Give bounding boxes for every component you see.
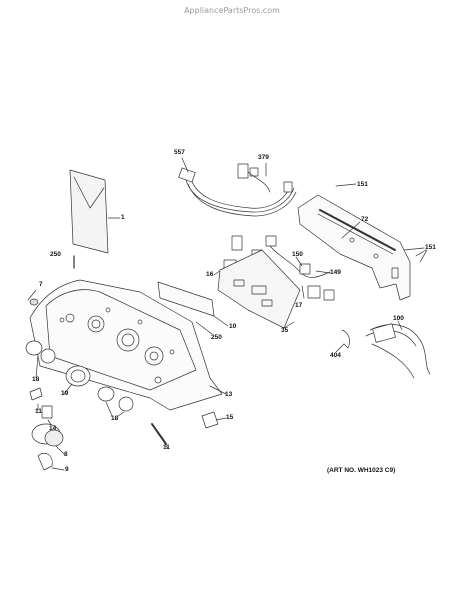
callout-9: 9 <box>65 466 69 473</box>
callout-1: 1 <box>121 214 125 221</box>
part-11-button <box>29 387 169 449</box>
callout-250-mid: 250 <box>211 334 222 341</box>
callout-149: 149 <box>330 269 341 276</box>
part-8-motor <box>31 423 65 455</box>
part-10-panel-trim <box>73 255 229 335</box>
part-557-wire-harness <box>178 157 297 217</box>
part-9-bracket <box>37 452 65 471</box>
callout-13: 13 <box>225 391 233 398</box>
callout-8: 8 <box>64 451 68 458</box>
part-100-wire-assembly <box>335 320 431 379</box>
part-72-bracket <box>297 183 428 301</box>
callout-15: 15 <box>226 414 234 421</box>
site-watermark: AppliancePartsPros.com <box>184 6 280 15</box>
callout-11-bottom: 11 <box>163 444 170 451</box>
callout-250-left: 250 <box>50 251 61 258</box>
callout-150: 150 <box>292 251 303 258</box>
callout-557: 557 <box>174 149 185 156</box>
callout-151-right: 151 <box>425 244 436 251</box>
callout-404: 404 <box>330 352 341 359</box>
callout-100: 100 <box>393 315 404 322</box>
callout-379: 379 <box>258 154 269 161</box>
part-13-console <box>27 279 227 411</box>
callout-18-left: 18 <box>32 376 40 383</box>
part-35-control-board <box>217 249 301 329</box>
part-18-knob-set <box>25 340 134 417</box>
callout-16: 16 <box>206 271 214 278</box>
callout-35: 35 <box>281 327 289 334</box>
callout-10: 10 <box>229 323 237 330</box>
callout-11-left: 11 <box>35 408 42 415</box>
part-15-switch <box>201 411 227 429</box>
art-number: (ART NO. WH1023 C9) <box>327 467 396 474</box>
part-1-overlay-sheet <box>69 169 121 254</box>
callout-19: 19 <box>61 390 69 397</box>
callout-17: 17 <box>295 302 303 309</box>
callout-151-top: 151 <box>357 181 368 188</box>
callout-72: 72 <box>361 216 369 223</box>
part-14-button <box>41 405 53 427</box>
callout-18-right: 18 <box>111 415 119 422</box>
callout-14: 14 <box>49 425 57 432</box>
callout-7: 7 <box>39 281 43 288</box>
